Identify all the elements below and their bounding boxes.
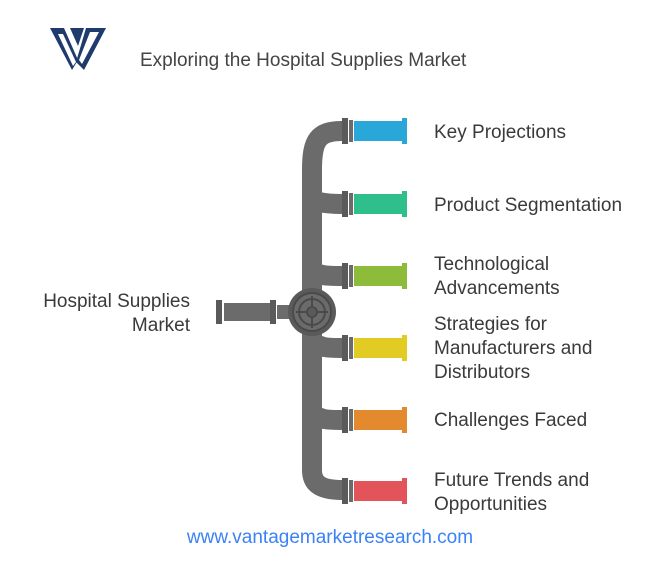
branch-label-2: Product Segmentation bbox=[434, 195, 623, 216]
branch-outlet-6 bbox=[342, 478, 407, 504]
branch-label-3: Technological bbox=[434, 254, 550, 275]
branch-pipe-2 bbox=[307, 190, 343, 214]
branch-label-4: Strategies for bbox=[434, 314, 547, 335]
page-title: Exploring the Hospital Supplies Market bbox=[140, 50, 467, 71]
main-trunk-pipe bbox=[302, 121, 343, 500]
source-pipe bbox=[216, 300, 291, 324]
branch-outlet-1 bbox=[342, 118, 407, 144]
branch-label-3: Advancements bbox=[434, 278, 560, 299]
valve-hub-icon bbox=[288, 288, 336, 336]
branch-pipe-4 bbox=[304, 333, 343, 358]
branch-label-4: Manufacturers and bbox=[434, 338, 593, 359]
footer-url-link[interactable]: www.vantagemarketresearch.com bbox=[186, 527, 474, 548]
source-label: Hospital Supplies Market bbox=[43, 291, 190, 336]
branch-label-6: Opportunities bbox=[434, 494, 548, 515]
branch-outlet-4 bbox=[342, 335, 407, 361]
branch-outlet-5 bbox=[342, 407, 407, 433]
vantage-logo-icon bbox=[50, 28, 106, 70]
branch-pipe-5 bbox=[304, 405, 343, 430]
branch-label-5: Challenges Faced bbox=[434, 410, 588, 431]
branch-outlet-2 bbox=[342, 191, 407, 217]
branch-pipe-3 bbox=[304, 262, 343, 286]
branch-label-4: Distributors bbox=[434, 362, 531, 383]
branch-outlet-3 bbox=[342, 263, 407, 289]
branch-label-6: Future Trends and bbox=[434, 470, 590, 491]
branch-label-1: Key Projections bbox=[434, 122, 567, 143]
